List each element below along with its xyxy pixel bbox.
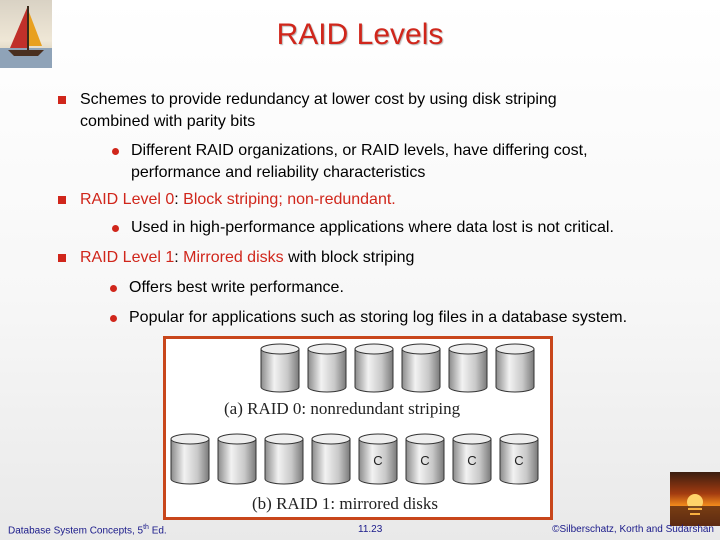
disk-raid1-mirror: C — [405, 433, 445, 485]
mirror-copy-label: C — [514, 453, 523, 468]
disk-raid1-data — [264, 433, 304, 485]
bullet-item: RAID Level 0: Block striping; non-redund… — [58, 189, 396, 211]
footer-page-number: 11.23 — [358, 524, 383, 535]
term-separator: : — [174, 249, 179, 266]
caption-raid0: (a) RAID 0: nonredundant striping — [224, 399, 461, 418]
square-bullet-icon — [58, 96, 66, 104]
sub-bullet-item: Offers best write performance. — [110, 277, 344, 299]
disk-raid1-mirror: C — [499, 433, 539, 485]
bullet-text: Used in high-performance applications wh… — [131, 219, 614, 236]
round-bullet-icon — [112, 225, 119, 232]
disk-raid0 — [260, 343, 300, 393]
sub-bullet-item: Used in high-performance applications wh… — [112, 217, 614, 239]
raid-diagram: C C C C (a) RAID 0: nonredundant striping (… — [163, 336, 553, 520]
term-separator: : — [174, 191, 179, 208]
footer-superscript: th — [143, 524, 149, 531]
sailboat-logo — [0, 0, 52, 68]
raid1-term: RAID Level 1 — [80, 249, 175, 266]
raid1-desc-highlight: Mirrored disks — [183, 249, 284, 266]
mirror-copy-label: C — [420, 453, 429, 468]
bullet-text: Popular for applications such as storing… — [129, 309, 628, 326]
disk-raid1-data — [311, 433, 351, 485]
mirror-copy-label: C — [467, 453, 476, 468]
square-bullet-icon — [58, 254, 66, 262]
sub-bullet-item: Different RAID organizations, or RAID le… — [112, 140, 588, 184]
bullet-text: combined with parity bits — [80, 113, 256, 130]
caption-raid1: (b) RAID 1: mirrored disks — [252, 494, 439, 513]
sunset-logo — [670, 472, 720, 526]
bullet-text: performance and reliability characterist… — [131, 164, 426, 181]
footer-book-title: Database System Concepts, 5 — [8, 525, 144, 537]
bullet-text: Different RAID organizations, or RAID le… — [131, 142, 588, 159]
round-bullet-icon — [110, 315, 117, 322]
disk-raid1-data — [217, 433, 257, 485]
footer-edition: Ed. — [148, 525, 167, 537]
raid1-desc-rest: with block striping — [283, 249, 415, 266]
disk-raid0 — [448, 343, 488, 393]
sailboat-icon — [0, 6, 52, 68]
bullet-item: RAID Level 1: Mirrored disks with block … — [58, 247, 414, 269]
sub-bullet-item: Popular for applications such as storing… — [110, 307, 627, 329]
sunset-icon — [670, 494, 720, 526]
footer-copyright: ©Silberschatz, Korth and Sudarshan — [552, 524, 714, 535]
disk-raid1-data — [170, 433, 210, 485]
footer-left: Database System Concepts, 5th Ed. — [8, 524, 167, 536]
bullet-item: Schemes to provide redundancy at lower c… — [58, 89, 557, 133]
square-bullet-icon — [58, 196, 66, 204]
disk-raid1-mirror: C — [358, 433, 398, 485]
mirror-copy-label: C — [373, 453, 382, 468]
page-title: RAID Levels — [276, 18, 444, 51]
bullet-text: Schemes to provide redundancy at lower c… — [80, 91, 557, 108]
raid0-term: RAID Level 0 — [80, 191, 175, 208]
disk-raid0 — [401, 343, 441, 393]
disk-raid1-mirror: C — [452, 433, 492, 485]
round-bullet-icon — [110, 285, 117, 292]
round-bullet-icon — [112, 148, 119, 155]
disk-raid0 — [495, 343, 535, 393]
disk-raid0 — [354, 343, 394, 393]
bullet-text: Offers best write performance. — [129, 279, 344, 296]
disk-raid0 — [307, 343, 347, 393]
raid0-desc: Block striping; non-redundant. — [183, 191, 396, 208]
